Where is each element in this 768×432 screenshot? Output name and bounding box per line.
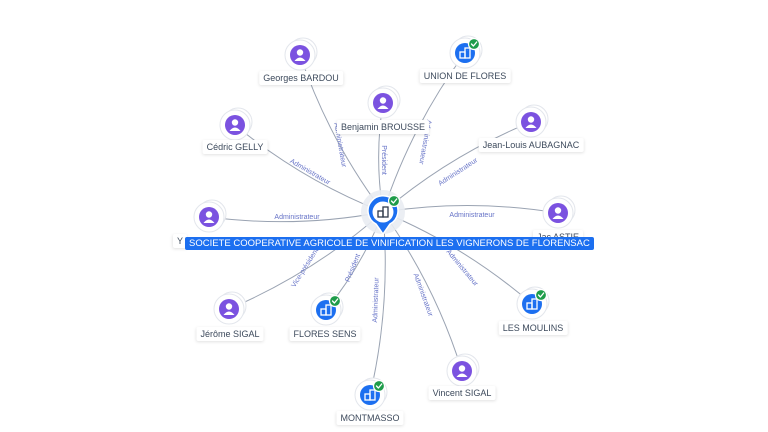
node-moulins[interactable] bbox=[516, 286, 550, 320]
node-label-montmasso[interactable]: MONTMASSO bbox=[336, 411, 404, 425]
center-company-node[interactable] bbox=[361, 190, 405, 236]
node-astie[interactable] bbox=[542, 195, 576, 229]
node-y[interactable] bbox=[193, 199, 227, 233]
check-badge-icon bbox=[387, 194, 401, 208]
person-icon bbox=[456, 365, 468, 377]
building-icon bbox=[459, 47, 471, 59]
person-icon bbox=[525, 116, 537, 128]
node-georges[interactable] bbox=[284, 37, 318, 71]
edge-montmasso bbox=[369, 211, 386, 396]
node-label-cedric[interactable]: Cédric GELLY bbox=[202, 140, 268, 154]
edge-label-moulins: Administrateur bbox=[445, 249, 480, 289]
person-icon bbox=[223, 303, 235, 315]
building-icon bbox=[526, 298, 538, 310]
node-union[interactable] bbox=[449, 35, 483, 69]
node-label-union[interactable]: UNION DE FLORES bbox=[419, 69, 511, 83]
edge-label-flores: Président bbox=[345, 253, 363, 283]
edge-label-cedric: Administrateur bbox=[289, 158, 332, 187]
person-icon bbox=[552, 207, 564, 219]
edge-label-montmasso: Administrateur bbox=[372, 277, 381, 323]
check-badge-icon bbox=[372, 379, 386, 393]
person-icon bbox=[229, 119, 241, 131]
node-label-georges[interactable]: Georges BARDOU bbox=[259, 71, 343, 85]
node-label-flores[interactable]: FLORES SENS bbox=[289, 327, 361, 341]
node-vincent[interactable] bbox=[446, 353, 480, 387]
building-icon bbox=[377, 206, 389, 218]
check-badge-icon bbox=[534, 288, 548, 302]
edge-jeanlouis bbox=[382, 121, 532, 213]
node-jeanlouis[interactable] bbox=[515, 104, 549, 138]
edge-label-jeanlouis: Administrateur bbox=[437, 157, 479, 188]
building-icon bbox=[320, 304, 332, 316]
edge-label-benjamin: Président bbox=[380, 145, 387, 175]
node-label-benjamin[interactable]: Benjamin BROUSSE bbox=[336, 120, 430, 134]
edge-label-astie: Administrateur bbox=[449, 212, 495, 219]
person-icon bbox=[377, 97, 389, 109]
edge-label-vincent: Administrateur bbox=[412, 273, 434, 318]
node-label-y[interactable]: Y bbox=[172, 234, 188, 248]
node-jerome[interactable] bbox=[213, 291, 247, 325]
building-icon bbox=[364, 389, 376, 401]
edge-label-jerome: Vice-président bbox=[290, 247, 320, 289]
node-montmasso[interactable] bbox=[354, 377, 388, 411]
center-company-label[interactable]: SOCIETE COOPERATIVE AGRICOLE DE VINIFICA… bbox=[185, 237, 594, 250]
node-label-moulins[interactable]: LES MOULINS bbox=[498, 321, 568, 335]
node-label-jerome[interactable]: Jérôme SIGAL bbox=[196, 327, 264, 341]
node-benjamin[interactable] bbox=[367, 85, 401, 119]
edge-label-y: Administrateur bbox=[274, 214, 320, 221]
node-cedric[interactable] bbox=[219, 107, 253, 141]
check-badge-icon bbox=[467, 37, 481, 51]
node-label-jeanlouis[interactable]: Jean-Louis AUBAGNAC bbox=[478, 138, 584, 152]
node-label-vincent[interactable]: Vincent SIGAL bbox=[428, 386, 496, 400]
person-icon bbox=[203, 211, 215, 223]
check-badge-icon bbox=[328, 294, 342, 308]
person-icon bbox=[294, 49, 306, 61]
node-flores[interactable] bbox=[310, 292, 344, 326]
